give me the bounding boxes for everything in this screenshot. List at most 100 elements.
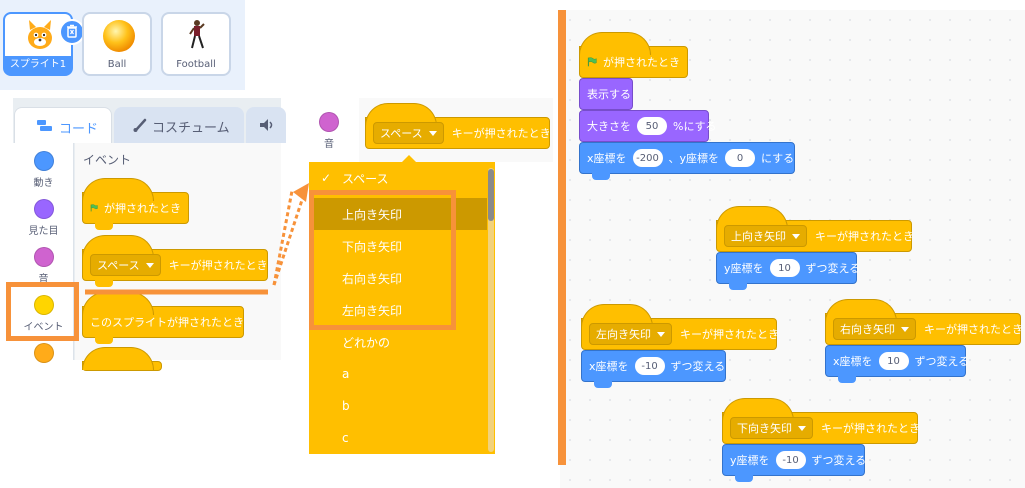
block-text: にする [761, 152, 795, 165]
size-input[interactable]: 50 [637, 117, 667, 135]
key-dropdown[interactable]: スペース [90, 254, 161, 276]
football-player-icon [163, 18, 229, 54]
block-text: y座標を [724, 262, 764, 275]
block-text: %にする [673, 120, 717, 133]
speaker-icon [260, 119, 273, 131]
trash-icon[interactable] [59, 19, 85, 45]
block-when-right-pressed[interactable]: 右向き矢印 キーが押されたとき [825, 299, 1023, 345]
menu-item-a[interactable]: a [309, 358, 487, 390]
y-change-input[interactable]: 10 [769, 259, 800, 277]
block-when-key-pressed[interactable]: スペース キーが押されたとき [365, 103, 551, 149]
block-change-x[interactable]: x座標を -10 ずつ変える [581, 350, 726, 388]
green-flag-icon [587, 57, 597, 67]
x-change-input[interactable]: 10 [878, 352, 909, 370]
scrollbar-track[interactable] [488, 168, 494, 452]
category-dot [33, 247, 54, 267]
chevron-down-icon [145, 262, 154, 268]
y-input[interactable]: 0 [725, 149, 756, 167]
menu-item-left-arrow[interactable]: 左向き矢印 [309, 294, 487, 326]
block-text: キーが押されたとき [680, 328, 779, 341]
block-text: ずつ変える [670, 360, 726, 373]
category-events[interactable]: イベント [13, 295, 74, 333]
key-dropdown[interactable]: 左向き矢印 [589, 323, 672, 345]
block-when-sprite-clicked[interactable]: このスプライトが押されたとき [82, 292, 244, 344]
tab-sounds[interactable] [246, 107, 286, 143]
chevron-down-icon [657, 331, 665, 337]
menu-item-space[interactable]: ✓ スペース [309, 162, 487, 194]
category-sound[interactable]: 音 [304, 112, 354, 150]
menu-item-up-arrow[interactable]: 上向き矢印 [309, 198, 487, 230]
menu-caret [401, 155, 417, 163]
menu-item-right-arrow[interactable]: 右向き矢印 [309, 262, 487, 294]
category-motion[interactable]: 動き [13, 151, 74, 189]
block-when-left-pressed[interactable]: 左向き矢印 キーが押されたとき [581, 304, 779, 350]
category-dot [33, 151, 54, 171]
block-go-to-xy[interactable]: x座標を -200 、y座標を 0 にする [579, 142, 795, 180]
menu-item-label: 上向き矢印 [342, 207, 403, 222]
block-when-key-pressed[interactable]: スペース キーが押されたとき [82, 235, 268, 287]
block-set-size[interactable]: 大きさを 50 %にする [579, 110, 717, 142]
block-show[interactable]: 表示する [579, 78, 633, 110]
category-dot [33, 295, 54, 315]
key-dropdown[interactable]: 上向き矢印 [724, 225, 807, 247]
block-text: キーが押されたとき [815, 230, 914, 243]
menu-item-down-arrow[interactable]: 下向き矢印 [309, 230, 487, 262]
block-when-down-pressed[interactable]: 下向き矢印 キーが押されたとき [722, 398, 920, 444]
category-sound[interactable]: 音 [13, 247, 74, 285]
category-list: 動き 見た目 音 イベント [13, 143, 74, 363]
key-dropdown[interactable]: 右向き矢印 [833, 318, 916, 340]
green-flag-icon [90, 204, 98, 212]
block-change-y[interactable]: y座標を 10 ずつ変える [716, 252, 860, 290]
key-dropdown[interactable]: 下向き矢印 [730, 417, 813, 439]
block-palette-partial: スペース キーが押されたとき [359, 98, 553, 162]
category-label: 音 [38, 274, 49, 285]
block-when-flag-clicked[interactable]: が押されたとき [579, 32, 688, 78]
block-text: ずつ変える [811, 454, 867, 467]
palette-heading: イベント [83, 153, 132, 167]
block-when-flag-clicked[interactable]: が押されたとき [82, 178, 189, 230]
sprite-card-ball[interactable]: Ball [82, 12, 152, 76]
sprite-card-sprite1[interactable]: スプライト1 [3, 12, 85, 76]
block-change-x[interactable]: x座標を 10 ずつ変える [825, 345, 969, 383]
tab-code[interactable]: コード [14, 107, 112, 143]
menu-item-c[interactable]: c [309, 422, 487, 454]
sprite-name: Football [176, 59, 216, 70]
block-text: キーが押されたとき [924, 323, 1023, 336]
block-text: ずつ変える [805, 262, 861, 275]
tab-costumes[interactable]: コスチューム [114, 107, 244, 143]
script-area[interactable]: が押されたとき 表示する 大きさを 50 %にする x座標を -200 、y座標… [560, 10, 1025, 488]
menu-item-label: スペース [342, 171, 389, 186]
category-control[interactable] [13, 343, 74, 366]
chevron-down-icon [792, 233, 800, 239]
sprite-list: スプライト1 Ball [0, 0, 245, 90]
brush-icon [133, 118, 147, 132]
category-dot [33, 343, 54, 363]
category-list-partial: 音 [309, 98, 359, 162]
y-change-input[interactable]: -10 [775, 451, 806, 469]
menu-item-label: c [342, 431, 349, 445]
block-text: が押されたとき [603, 56, 680, 69]
x-input[interactable]: -200 [632, 149, 663, 167]
category-looks[interactable]: 見た目 [13, 199, 74, 237]
sprite-name: Ball [107, 59, 127, 70]
menu-item-b[interactable]: b [309, 390, 487, 422]
block-when-up-pressed[interactable]: 上向き矢印 キーが押されたとき [716, 206, 914, 252]
block-text: x座標を [589, 360, 629, 373]
sprite-card-football[interactable]: Football [161, 12, 231, 76]
code-icon [37, 120, 52, 131]
menu-item-any[interactable]: どれかの [309, 326, 487, 358]
check-icon: ✓ [321, 171, 332, 185]
menu-item-label: 右向き矢印 [342, 271, 403, 286]
x-change-input[interactable]: -10 [634, 357, 665, 375]
tab-label: コード [59, 122, 99, 137]
category-label: 動き [33, 178, 54, 189]
dropdown-value: 下向き矢印 [737, 422, 792, 435]
block-text: キーが押されたとき [821, 422, 920, 435]
scrollbar-thumb[interactable] [488, 169, 494, 221]
category-dot [33, 199, 54, 219]
block-partial[interactable] [82, 347, 162, 371]
dropdown-value: 上向き矢印 [731, 230, 786, 243]
block-change-y[interactable]: y座標を -10 ずつ変える [722, 444, 867, 482]
key-dropdown[interactable]: スペース [373, 122, 444, 144]
menu-item-label: b [342, 399, 350, 413]
